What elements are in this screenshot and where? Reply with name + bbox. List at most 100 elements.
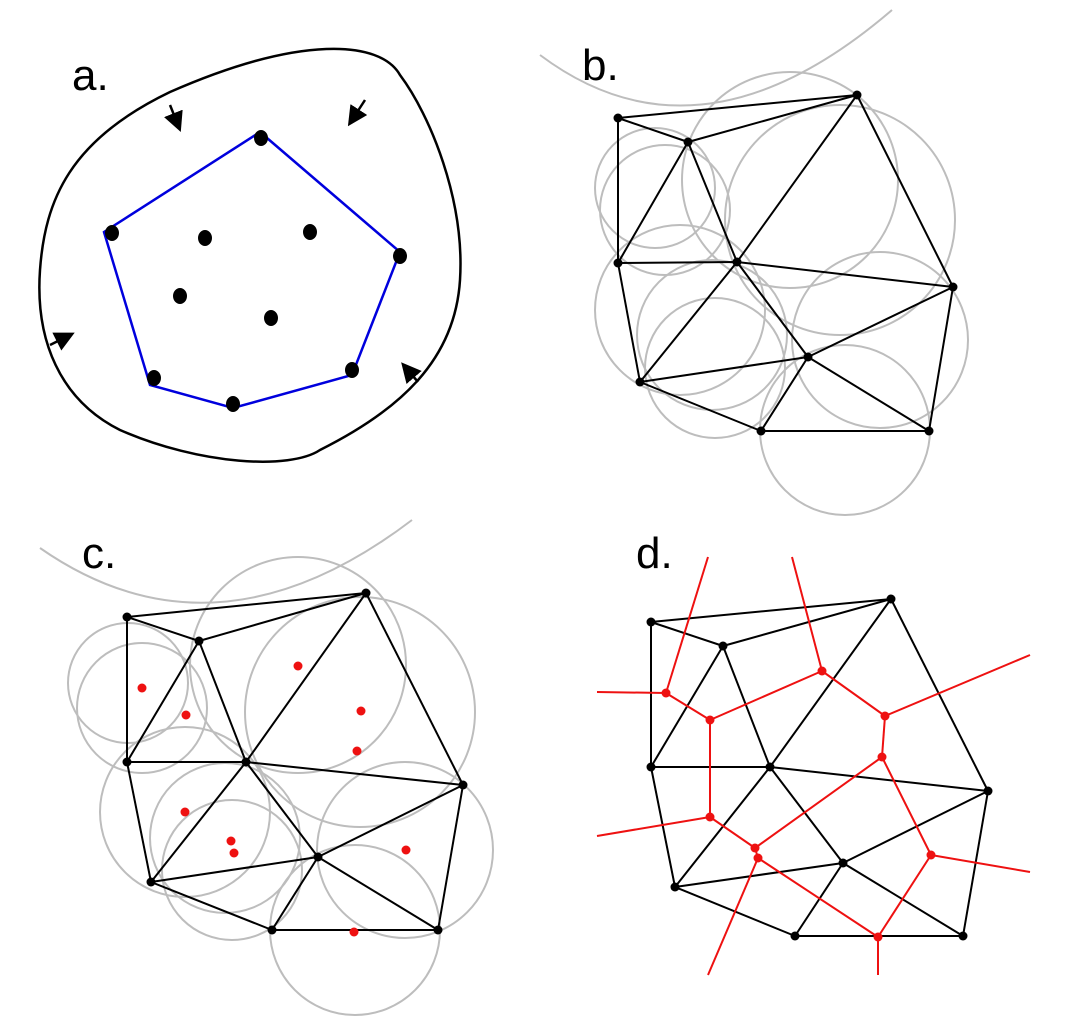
- vertex: [886, 594, 896, 604]
- vertex: [803, 352, 813, 362]
- triangulation-edge: [769, 598, 892, 768]
- circumcircle: [244, 596, 476, 828]
- circumcenter: [180, 807, 190, 817]
- triangulation-vertices: [122, 588, 468, 935]
- vertex: [924, 426, 934, 436]
- triangulation-edge: [856, 94, 954, 288]
- triangulation-edge: [617, 117, 689, 143]
- panel-b: b.: [539, 9, 969, 516]
- vertex: [122, 757, 132, 767]
- delaunay-triangulation: [650, 598, 989, 937]
- shrink-arrow: [164, 104, 183, 132]
- circumcenter: [226, 836, 236, 846]
- vertex: [948, 282, 958, 292]
- point-set: [105, 130, 407, 412]
- panel-d: d.: [596, 529, 1031, 976]
- vertex: [958, 931, 968, 941]
- voronoi-vertex: [926, 850, 936, 860]
- circumcircle: [681, 71, 899, 289]
- vertex: [241, 757, 251, 767]
- vertex: [756, 426, 766, 436]
- voronoi-edge: [821, 670, 886, 717]
- triangulation-edge: [617, 94, 858, 119]
- voronoi-vertex: [753, 853, 763, 863]
- vertex: [852, 90, 862, 100]
- outer-boundary-curve: [38, 47, 462, 463]
- triangulation-edge: [722, 645, 771, 768]
- voronoi-edge: [791, 556, 823, 672]
- circumcenters: [137, 661, 411, 937]
- triangulation-edge: [890, 598, 989, 792]
- data-point: [254, 130, 268, 146]
- vertex: [433, 925, 443, 935]
- triangulation-edge: [687, 141, 738, 263]
- vertex: [646, 762, 656, 772]
- data-point: [198, 230, 212, 246]
- triangulation-edge: [198, 592, 367, 642]
- triangulation-edge: [769, 766, 844, 864]
- triangulation-edge: [722, 598, 892, 647]
- circumcircle-arc: [539, 9, 893, 107]
- triangulation-vertices: [646, 594, 993, 941]
- data-point: [105, 225, 119, 241]
- circumcenter: [401, 845, 411, 855]
- circumcenter: [349, 927, 359, 937]
- voronoi-edge: [884, 654, 1031, 717]
- data-point: [303, 224, 317, 240]
- vertex: [635, 377, 645, 387]
- triangulation-edge: [794, 862, 844, 937]
- voronoi-edge: [881, 756, 932, 856]
- triangulation-edge: [437, 784, 464, 931]
- circumcircle: [594, 224, 766, 396]
- triangulation-edge: [150, 856, 319, 883]
- voronoi-edge: [757, 857, 879, 938]
- vertex: [670, 882, 680, 892]
- triangulation-edge: [736, 94, 858, 263]
- triangulation-edge: [317, 856, 439, 931]
- voronoi-edge: [709, 670, 823, 721]
- circumcircle: [636, 259, 788, 411]
- vertex: [683, 137, 693, 147]
- triangulation-edge: [674, 766, 771, 888]
- triangulation-edge: [198, 640, 247, 763]
- voronoi-vertex: [705, 715, 715, 725]
- shrink-arrow: [347, 99, 368, 127]
- triangulation-edge: [736, 261, 809, 358]
- vertex: [122, 612, 132, 622]
- voronoi-edge: [709, 816, 756, 849]
- panel-a: a.: [38, 47, 462, 463]
- panel-d-label: d.: [636, 529, 673, 578]
- voronoi-vertex: [705, 812, 715, 822]
- vertex: [765, 762, 775, 772]
- triangulation-edge: [317, 784, 464, 858]
- triangulation-edge: [150, 881, 273, 931]
- circumcircles: [39, 519, 494, 1016]
- vertex: [194, 636, 204, 646]
- circumcenter: [356, 706, 366, 716]
- circumcenter: [293, 661, 303, 671]
- voronoi-vertex: [873, 932, 883, 942]
- voronoi-vertex: [661, 688, 671, 698]
- vertex: [790, 931, 800, 941]
- triangulation-edge: [639, 261, 738, 383]
- circumcircle: [644, 297, 786, 439]
- triangulation-edge: [617, 141, 689, 264]
- triangulation-edge: [639, 356, 809, 383]
- triangulation-edge: [842, 790, 989, 864]
- circumcircle: [76, 642, 208, 774]
- voronoi-edge: [930, 854, 1031, 873]
- triangulation-edge: [245, 761, 464, 786]
- circumcenter: [352, 746, 362, 756]
- triangulation-edge: [760, 356, 809, 432]
- triangulation-edge: [617, 262, 641, 383]
- triangulation-edge: [126, 761, 152, 883]
- circumcircle-arc: [39, 519, 413, 604]
- shrink-arrow: [401, 362, 422, 384]
- vertex: [267, 925, 277, 935]
- voronoi-vertex: [880, 711, 890, 721]
- vertex: [646, 617, 656, 627]
- triangulation-edge: [150, 761, 247, 883]
- voronoi-edge: [665, 556, 709, 694]
- voronoi-vertices: [661, 666, 936, 942]
- circumcircle: [316, 761, 494, 939]
